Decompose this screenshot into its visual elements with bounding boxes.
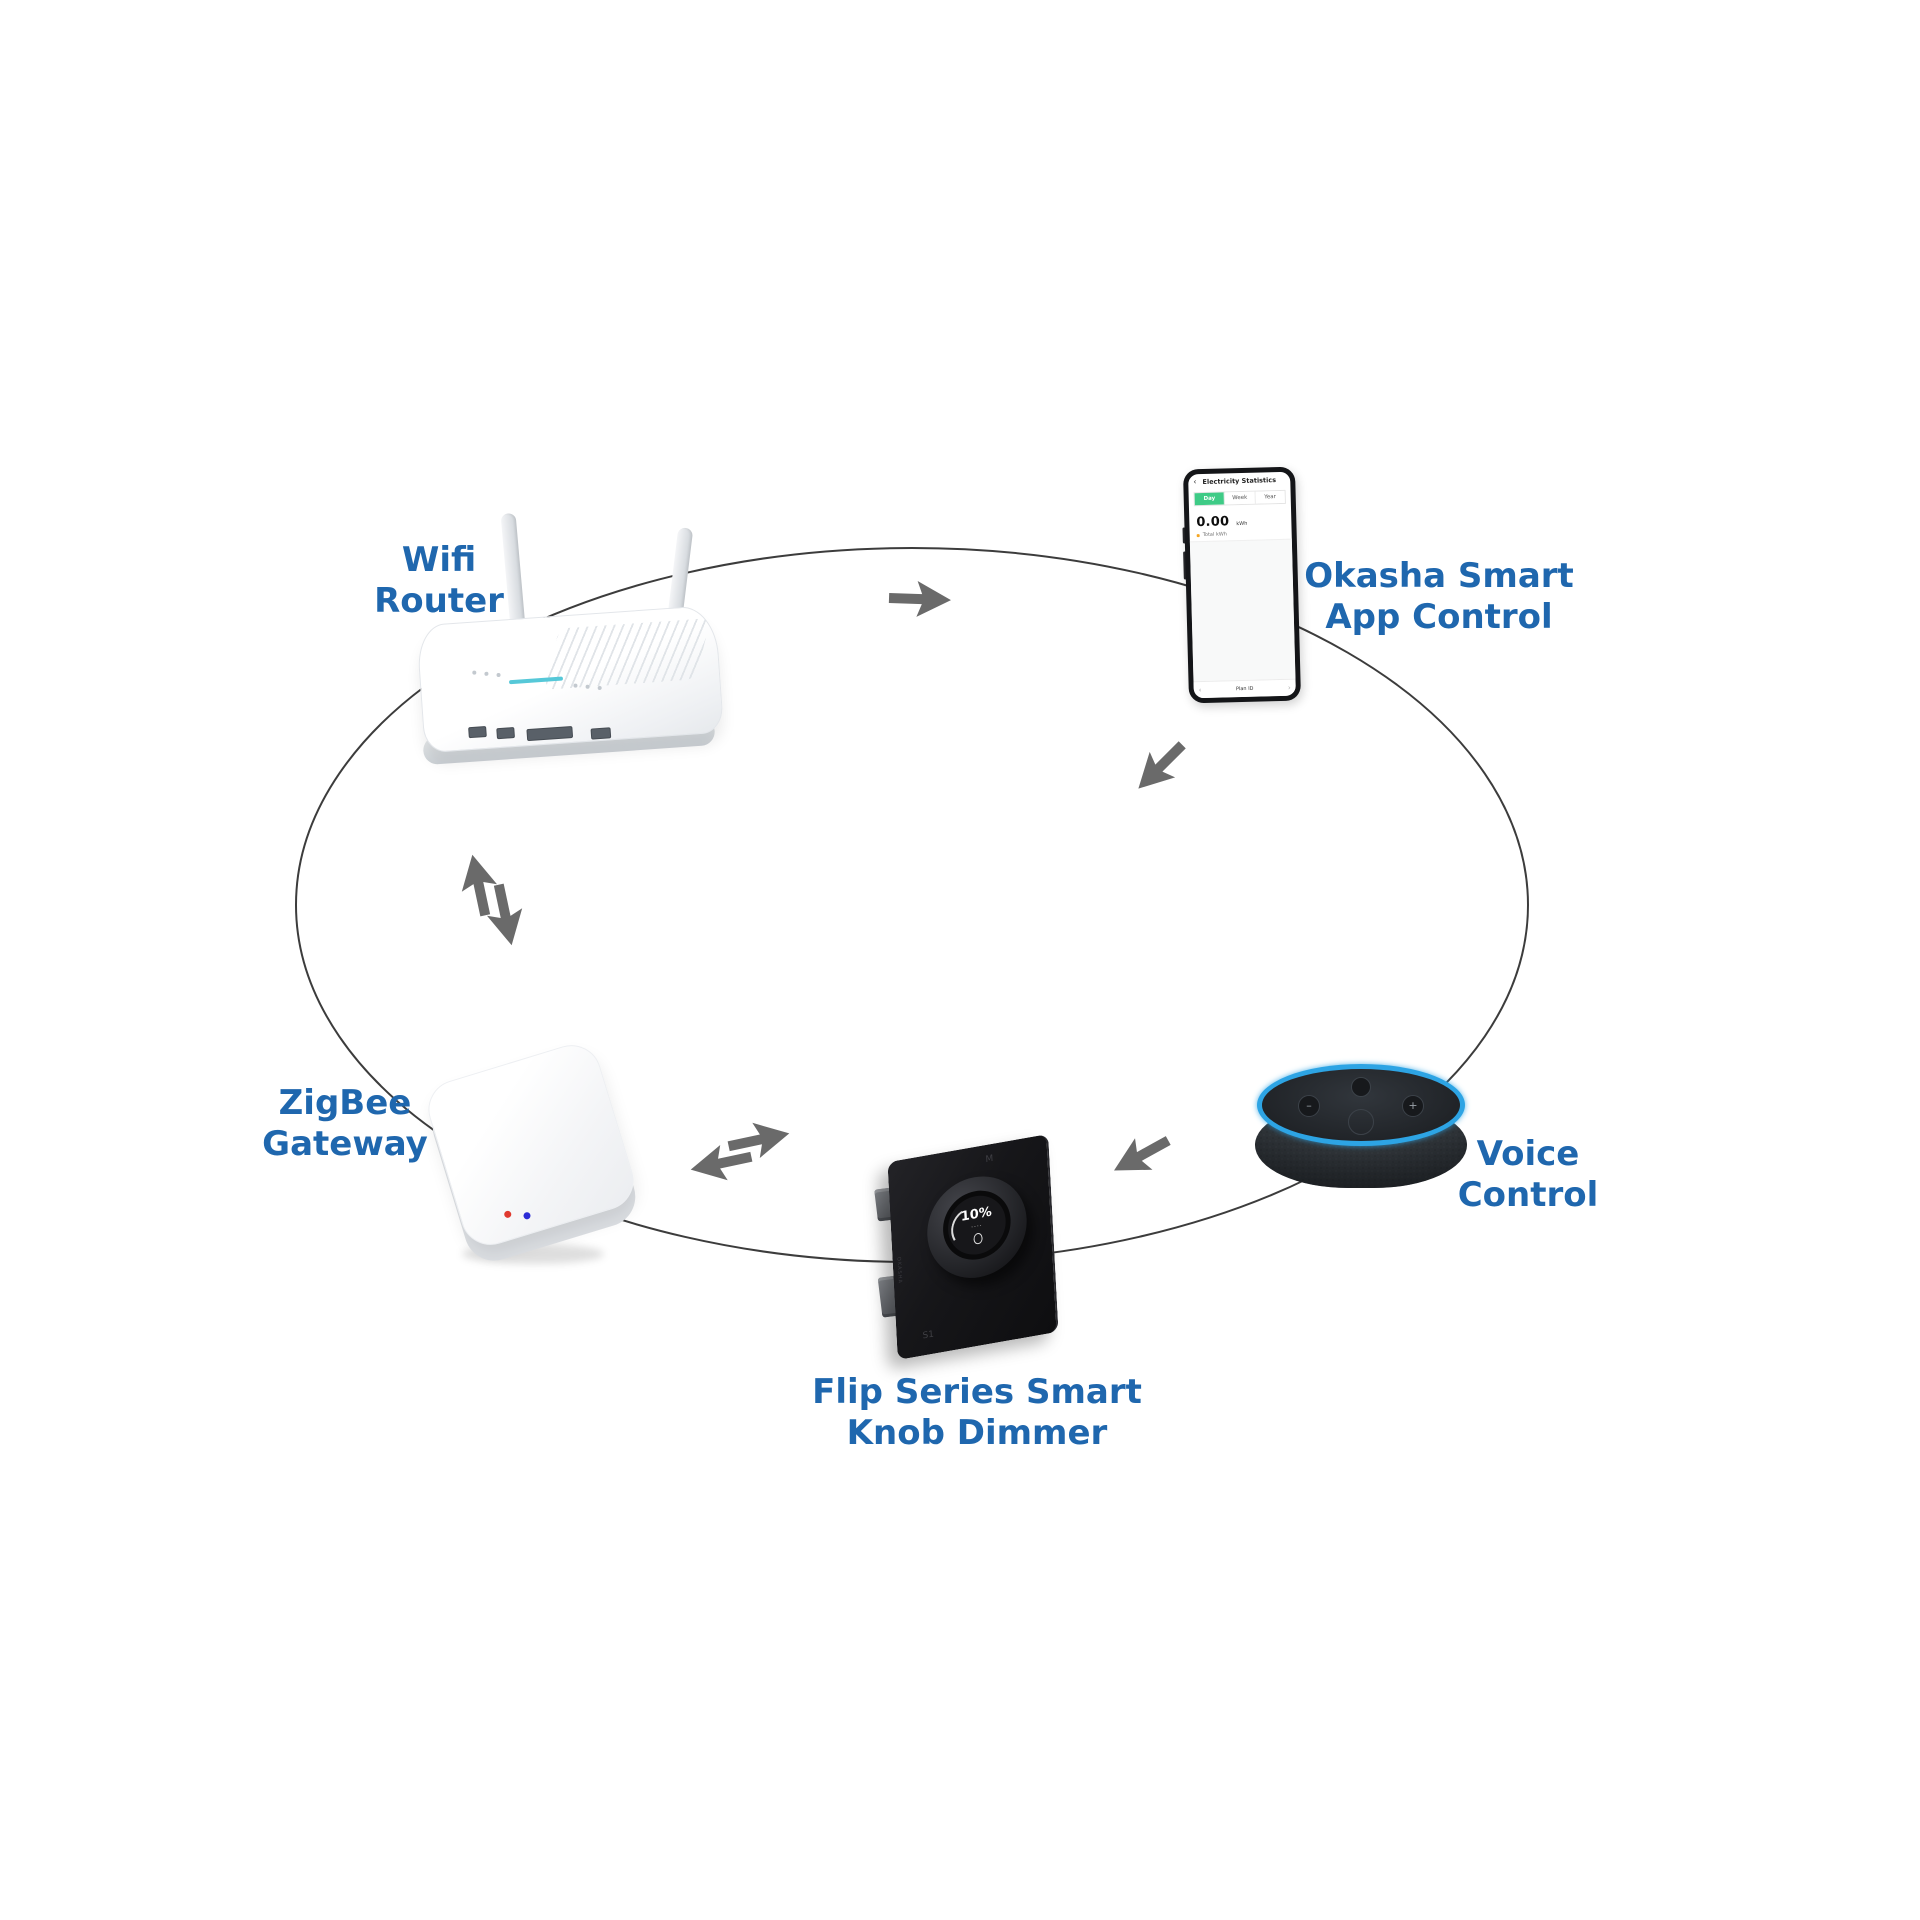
knob-dimmer-device: M S1 OKASHA 10% ····	[874, 1133, 1068, 1368]
knob-screen: 10% ····	[946, 1191, 1008, 1260]
smartphone-device: ‹ Electricity Statistics Day Week Year 0…	[1182, 466, 1302, 704]
tab-day[interactable]: Day	[1194, 492, 1226, 506]
arrow-dimmer-left-icon	[690, 1144, 753, 1181]
legend-bullet-icon	[1196, 533, 1200, 537]
brand-text: OKASHA	[895, 1256, 903, 1285]
arrow-app-to-voice-icon	[1138, 741, 1186, 789]
router-led	[484, 671, 489, 676]
dimmer-label: Flip Series Smart Knob Dimmer	[812, 1372, 1142, 1454]
arrow-gateway-up-icon	[461, 854, 498, 917]
arrow-router-to-app-icon	[888, 580, 951, 617]
gateway-led-blue	[522, 1211, 532, 1221]
usage-unit: kWh	[1236, 520, 1248, 528]
echo-top-face: – +	[1262, 1069, 1460, 1141]
gateway-led-red	[503, 1209, 513, 1219]
chart-area	[1189, 538, 1296, 682]
voice-control-label: Voice Control	[1457, 1134, 1599, 1216]
arrow-dimmer-right-icon	[727, 1122, 790, 1159]
plate-mark-bottom: S1	[922, 1329, 935, 1342]
plate-mark-top: M	[985, 1153, 994, 1166]
legend-text: Total kWh	[1202, 531, 1228, 539]
gateway-label: ZigBee Gateway	[262, 1083, 428, 1165]
router-led	[472, 670, 477, 675]
prev-icon[interactable]: ‹	[1198, 686, 1202, 695]
bottom-label: Plan ID	[1235, 685, 1254, 693]
router-led	[585, 684, 590, 689]
dimmer-knob[interactable]: 10% ····	[924, 1168, 1030, 1286]
mic-off-button[interactable]	[1351, 1077, 1371, 1097]
usage-legend: Total kWh	[1196, 530, 1285, 539]
volume-down-button[interactable]: –	[1298, 1095, 1320, 1117]
arrow-gateway-down-icon	[486, 883, 523, 946]
tab-year[interactable]: Year	[1255, 490, 1285, 504]
app-screen: ‹ Electricity Statistics Day Week Year 0…	[1188, 471, 1296, 699]
usage-value: 0.00	[1196, 514, 1230, 531]
next-icon[interactable]: ›	[1287, 683, 1291, 692]
tab-week[interactable]: Week	[1224, 491, 1256, 505]
volume-up-button[interactable]: +	[1402, 1095, 1424, 1117]
action-button[interactable]	[1348, 1109, 1374, 1135]
app-title: Electricity Statistics	[1202, 476, 1277, 486]
router-port	[526, 725, 574, 742]
router-led	[496, 672, 501, 678]
router-vents	[543, 618, 711, 690]
app-control-label: Okasha Smart App Control	[1304, 556, 1574, 638]
arrow-voice-to-dimmer-icon	[1114, 1136, 1171, 1171]
phone-frame: ‹ Electricity Statistics Day Week Year 0…	[1182, 466, 1302, 704]
usage-stats: 0.00 kWh Total kWh	[1189, 504, 1292, 542]
router-body	[415, 604, 725, 754]
bottom-bar: ‹ Plan ID ›	[1193, 678, 1296, 699]
router-port	[590, 727, 612, 740]
knob-inner-ring: 10% ····	[941, 1185, 1013, 1266]
router-label: Wifi Router	[374, 540, 504, 622]
zigbee-gateway-device	[421, 1037, 643, 1269]
back-icon[interactable]: ‹	[1193, 477, 1197, 487]
app-header: ‹ Electricity Statistics	[1188, 472, 1290, 489]
router-port	[496, 727, 515, 740]
voice-assistant-device: – +	[1254, 1056, 1468, 1190]
dimmer-plate: M S1 OKASHA 10% ····	[887, 1133, 1059, 1361]
router-port	[468, 725, 487, 739]
router-led	[597, 685, 602, 691]
